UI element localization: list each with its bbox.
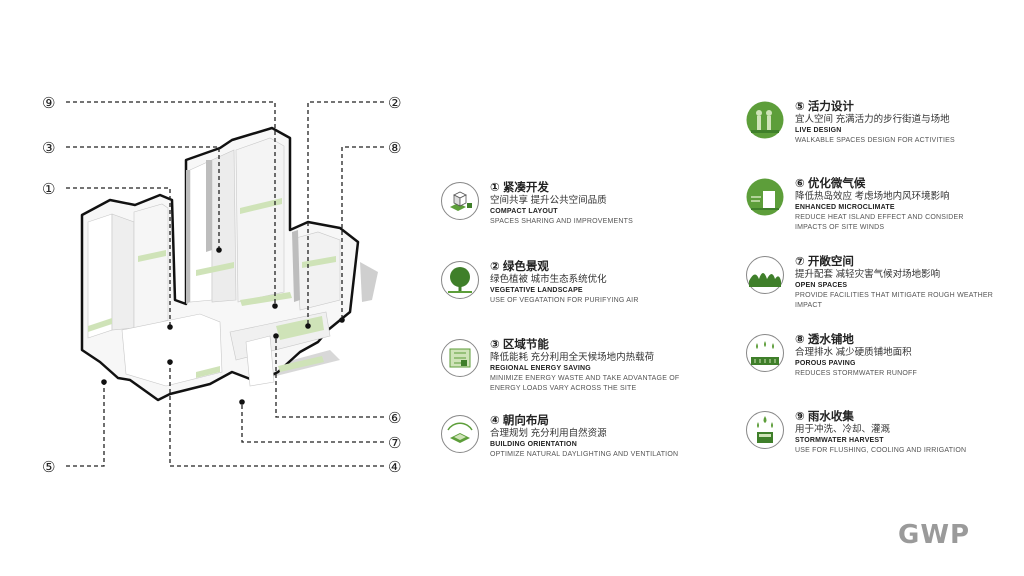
- callout-number: ⑨: [42, 94, 55, 112]
- people-icon: [746, 101, 784, 139]
- porous-paving-icon: [746, 334, 784, 372]
- callout-number: ⑤: [42, 458, 55, 476]
- item-desc-en: REDUCES STORMWATER RUNOFF: [795, 370, 917, 377]
- item-subtitle-zh: 用于冲洗、冷却、灌溉: [795, 424, 891, 435]
- item-desc-en: USE OF VEGATATION FOR PURIFYING AIR: [490, 297, 639, 304]
- item-title-en: COMPACT LAYOUT: [490, 208, 558, 215]
- item-subtitle-zh: 降低能耗 充分利用全天候场地内热载荷: [490, 352, 655, 363]
- tree-icon: [441, 261, 479, 299]
- item-title-en: POROUS PAVING: [795, 360, 856, 367]
- item-subtitle-zh: 降低热岛效应 考虑场地内风环境影响: [795, 191, 950, 202]
- shadow: [360, 262, 378, 302]
- item-title-zh: ④ 朝向布局: [490, 415, 549, 427]
- item-title-zh: ② 绿色景观: [490, 261, 549, 273]
- item-title-zh: ⑧ 透水铺地: [795, 334, 854, 346]
- compact-layout-icon: [441, 182, 479, 220]
- item-subtitle-zh: 提升配套 减轻灾害气候对场地影响: [795, 269, 941, 280]
- item-title-zh: ⑥ 优化微气候: [795, 178, 866, 190]
- energy-saving-icon: [441, 339, 479, 377]
- callout-number: ⑦: [388, 434, 401, 452]
- callout-number: ③: [42, 139, 55, 157]
- item-title-zh: ⑨ 雨水收集: [795, 411, 854, 423]
- callout-number: ①: [42, 180, 55, 198]
- item-title-en: ENHANCED MICROCLIMATE: [795, 204, 895, 211]
- item-subtitle-zh: 绿色植被 城市生态系统优化: [490, 274, 607, 285]
- item-desc-en: REDUCE HEAT ISLAND EFFECT AND CONSIDER I…: [795, 214, 964, 231]
- item-title-en: OPEN SPACES: [795, 282, 848, 289]
- item-desc-en: MINIMIZE ENERGY WASTE AND TAKE ADVANTAGE…: [490, 375, 680, 392]
- open-space-icon: [746, 256, 784, 294]
- anchor-dots: [101, 247, 345, 405]
- green-terraces: [88, 198, 336, 378]
- item-title-en: STORMWATER HARVEST: [795, 437, 884, 444]
- building-shadows: [186, 160, 300, 304]
- item-subtitle-zh: 合理排水 减少硬质铺地面积: [795, 347, 912, 358]
- item-desc-en: SPACES SHARING AND IMPROVEMENTS: [490, 218, 633, 225]
- item-title-en: REGIONAL ENERGY SAVING: [490, 365, 591, 372]
- item-desc-en: WALKABLE SPACES DESIGN FOR ACTIVITIES: [795, 137, 955, 144]
- item-desc-en: OPTIMIZE NATURAL DAYLIGHTING AND VENTILA…: [490, 451, 679, 458]
- rain-harvest-icon: [746, 411, 784, 449]
- towers: [87, 137, 341, 387]
- item-title-en: LIVE DESIGN: [795, 127, 842, 134]
- callout-number: ④: [388, 458, 401, 476]
- building-orientation-icon: [441, 415, 479, 453]
- item-title-en: BUILDING ORIENTATION: [490, 441, 577, 448]
- company-logo: GWP: [898, 520, 971, 550]
- item-desc-en: PROVIDE FACILITIES THAT MITIGATE ROUGH W…: [795, 292, 993, 309]
- item-title-zh: ③ 区域节能: [490, 339, 549, 351]
- item-subtitle-zh: 空间共享 提升公共空间品质: [490, 195, 607, 206]
- item-title-en: VEGETATIVE LANDSCAPE: [490, 287, 583, 294]
- item-desc-en: USE FOR FLUSHING, COOLING AND IRRIGATION: [795, 447, 967, 454]
- item-title-zh: ⑤ 活力设计: [795, 101, 854, 113]
- microclimate-icon: [746, 178, 784, 216]
- leader-lines: [66, 101, 384, 467]
- item-subtitle-zh: 宜人空间 充满活力的步行街道与场地: [795, 114, 950, 125]
- callout-number: ②: [388, 94, 401, 112]
- callout-number: ⑧: [388, 139, 401, 157]
- item-title-zh: ⑦ 开敞空间: [795, 256, 854, 268]
- item-title-zh: ① 紧凑开发: [490, 182, 549, 194]
- item-subtitle-zh: 合理规划 充分利用自然资源: [490, 428, 607, 439]
- massing-diagram: ⑨ ③ ① ⑤ ② ⑧ ⑥ ⑦ ④: [42, 94, 401, 476]
- callout-number: ⑥: [388, 409, 401, 427]
